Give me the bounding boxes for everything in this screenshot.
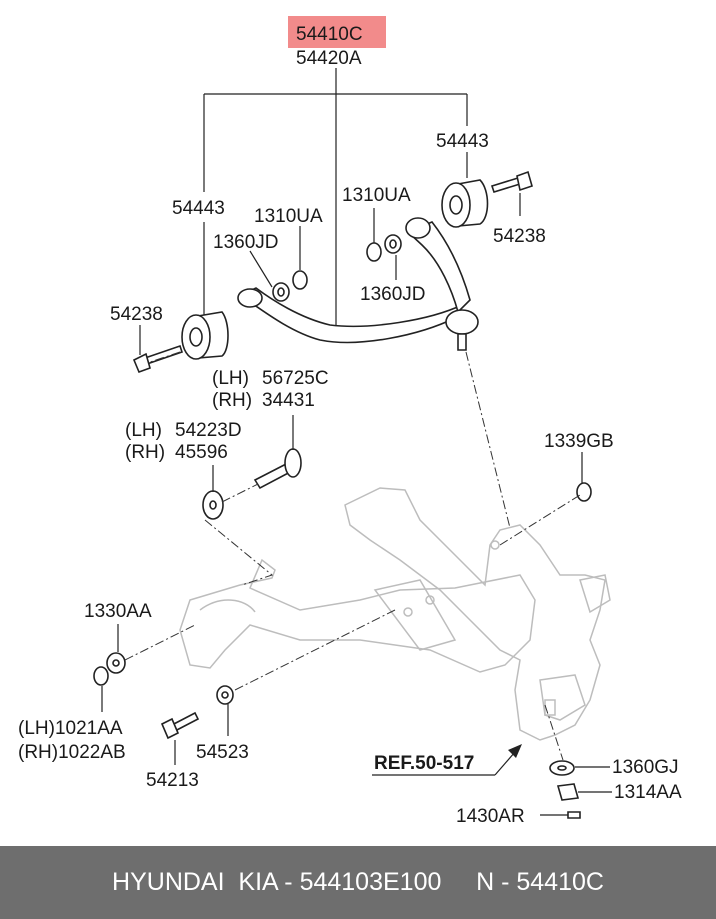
label-bushing-right: 54443 — [436, 131, 489, 152]
bolt-right — [490, 170, 533, 193]
part-number-footer: HYUNDAI KIA - 544103E100 N - 54410C — [0, 846, 716, 919]
label-cam-bolt-rh-tag: (RH) — [212, 390, 252, 411]
bolt-left — [132, 344, 184, 374]
bushing-right — [441, 179, 489, 228]
lower-hardware — [93, 482, 592, 819]
label-nut-left: 1310UA — [254, 206, 323, 227]
label-leaders — [101, 193, 612, 816]
label-cam-rh: 45596 — [175, 442, 228, 463]
knuckle-ghost — [344, 487, 611, 741]
bushing-left — [181, 311, 229, 360]
label-castle-nut: 1314AA — [614, 782, 682, 803]
label-washer-bolt: 54523 — [196, 742, 249, 763]
assembly-lines — [124, 351, 581, 761]
label-cotter-pin: 1430AR — [456, 806, 525, 827]
label-cam-lh-tag: (LH) — [125, 420, 162, 441]
label-cam-bolt-rh: 34431 — [262, 390, 315, 411]
label-cam-bolt-lh: 56725C — [262, 368, 329, 389]
label-nut-lower-lh: (LH)1021AA — [18, 718, 123, 739]
label-bushing-left: 54443 — [172, 198, 225, 219]
lower-arm-ghost — [179, 558, 536, 673]
label-nut-lower-rh: (RH)1022AB — [18, 742, 126, 763]
label-nut-knuckle: 1339GB — [544, 431, 614, 452]
label-cam-lh: 54223D — [175, 420, 242, 441]
label-cam-bolt-lh-tag: (LH) — [212, 368, 249, 389]
label-bolt-lower: 54213 — [146, 770, 199, 791]
cam-bolt — [253, 448, 302, 490]
upper-small-hardware — [272, 234, 402, 302]
label-reference: REF.50-517 — [374, 753, 474, 774]
exploded-parts-diagram: 54410C 54420A 54443 54443 1310UA 1310UA … — [18, 16, 682, 827]
label-washer-lower: 1330AA — [84, 601, 152, 622]
label-washer-left: 1360JD — [213, 232, 279, 253]
label-washer-right: 1360JD — [360, 284, 426, 305]
label-main-part: 54410C — [296, 24, 363, 45]
upper-control-arm — [237, 217, 479, 351]
label-bolt-left: 54238 — [110, 304, 163, 325]
leader-frame — [203, 68, 468, 335]
cam-washer — [202, 490, 224, 520]
reference-arrow — [372, 744, 522, 776]
part-highlight — [288, 16, 386, 48]
label-cam-rh-tag: (RH) — [125, 442, 165, 463]
label-alt-part: 54420A — [296, 48, 362, 69]
label-nut-right: 1310UA — [342, 185, 411, 206]
label-washer-ball: 1360GJ — [612, 757, 679, 778]
label-bolt-right: 54238 — [493, 226, 546, 247]
